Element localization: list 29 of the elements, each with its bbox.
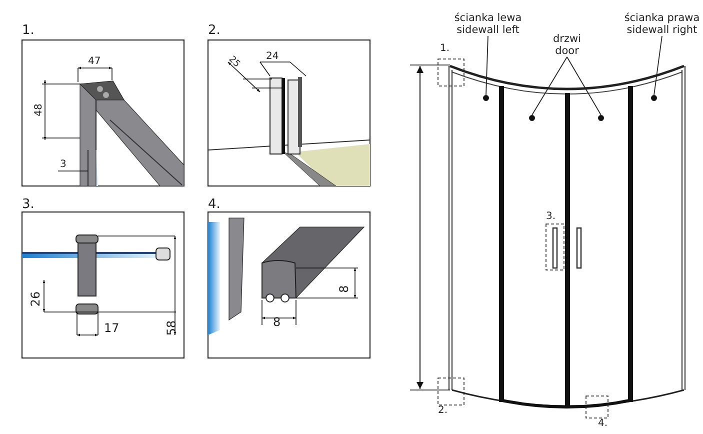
callout-number: 1. [440, 44, 450, 54]
part-label: ścianka prawa sidewall right [620, 12, 703, 36]
detail-number: 2. [208, 24, 220, 37]
dimension-value: 26 [30, 291, 42, 307]
callout-number: 3. [546, 212, 556, 222]
leader-line [532, 56, 568, 116]
leader-line [654, 36, 662, 96]
part-label: drzwi door [545, 33, 589, 57]
dimension-value: 25 [226, 55, 241, 70]
detail-number: 4. [208, 198, 220, 211]
detail-number: 3. [22, 198, 34, 211]
callout-number: 2. [438, 406, 448, 416]
leader-line [566, 56, 602, 116]
leader-dot [483, 95, 489, 101]
callout-number: 4. [598, 419, 608, 429]
dimension-value: 8 [273, 316, 281, 328]
dimension-value: 48 [34, 104, 44, 116]
leader-dot [651, 95, 657, 101]
detail-number: 1. [22, 24, 34, 37]
dimension-value: 17 [104, 322, 120, 334]
dimension-value: 58 [166, 320, 178, 336]
part-label: ścianka lewa sidewall left [452, 12, 524, 36]
dimension-value: 24 [266, 52, 279, 62]
dimension-value: 47 [88, 57, 101, 67]
leader-dot [598, 115, 604, 121]
leader-dot [529, 115, 535, 121]
dimension-value: 3 [60, 160, 66, 170]
leader-line [486, 36, 488, 96]
dimension-value: 8 [338, 285, 350, 293]
